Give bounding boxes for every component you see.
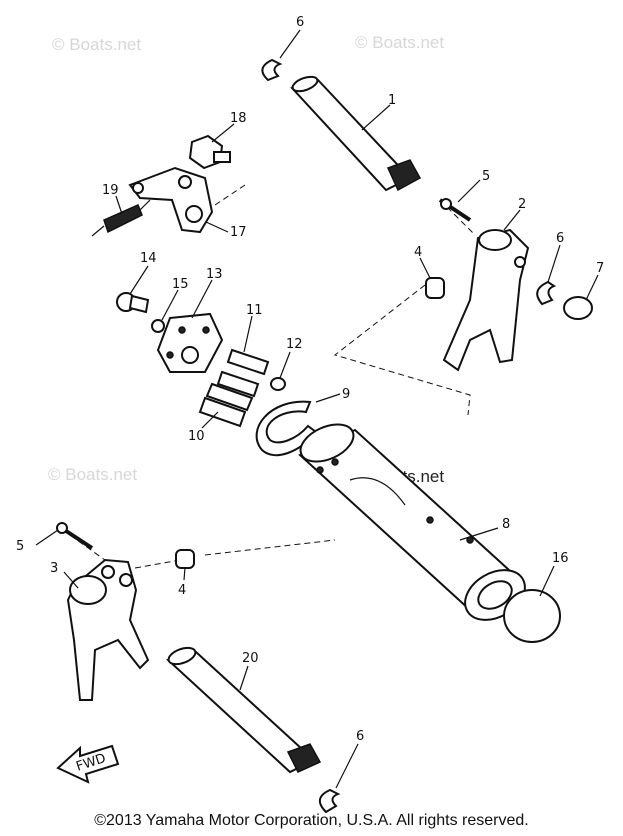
roller-upper (425, 277, 445, 299)
callout-17: 17 (230, 225, 247, 240)
fwd-arrow-icon: FWD (56, 744, 120, 784)
callout-4-lower: 4 (178, 583, 186, 598)
pin-upper (438, 198, 472, 222)
callout-20: 20 (242, 651, 259, 666)
callout-8: 8 (502, 517, 510, 532)
callout-5-upper: 5 (482, 169, 490, 184)
callouts: 6 1 5 2 6 7 4 18 19 17 14 15 13 11 12 9 … (16, 15, 604, 744)
callout-1: 1 (388, 93, 396, 108)
shift-fork-upper (442, 228, 530, 372)
assembly-lines (69, 184, 476, 569)
leader-lines (35, 29, 599, 789)
callout-4-upper: 4 (414, 245, 422, 260)
callout-15: 15 (172, 277, 189, 292)
callout-7: 7 (596, 261, 604, 276)
callout-9: 9 (342, 387, 350, 402)
bolt-14 (116, 292, 150, 314)
callout-10: 10 (188, 429, 205, 444)
callout-2: 2 (518, 197, 526, 212)
callout-6-bottom: 6 (356, 729, 364, 744)
bushing (563, 296, 593, 320)
circlip-top (261, 58, 283, 82)
pin-group-11 (216, 348, 270, 398)
circlip-right (536, 280, 557, 306)
callout-3: 3 (50, 561, 58, 576)
segment-plate (156, 312, 224, 373)
shift-cam (298, 423, 526, 621)
callout-16: 16 (552, 551, 569, 566)
copyright-footer: ©2013 Yamaha Motor Corporation, U.S.A. A… (94, 812, 529, 829)
stopper-lever (128, 166, 214, 234)
bolt-18 (188, 134, 231, 170)
pin-group-10 (198, 382, 254, 428)
callout-18: 18 (230, 111, 247, 126)
callout-12: 12 (286, 337, 303, 352)
roller-lower (175, 549, 195, 569)
shift-shaft-lower (166, 646, 322, 774)
spring (91, 199, 151, 237)
end-cap (503, 589, 561, 643)
callout-5-lower: 5 (16, 539, 24, 554)
callout-14: 14 (140, 251, 157, 266)
watermark-mid-left: © Boats.net (48, 465, 137, 484)
circlip-bottom (319, 788, 341, 814)
watermark-top-left: © Boats.net (52, 35, 141, 54)
pin-12 (270, 377, 286, 391)
callout-11: 11 (246, 303, 263, 318)
callout-6-top: 6 (296, 15, 304, 30)
shift-shaft-upper (290, 75, 422, 192)
pin-lower (56, 522, 94, 550)
callout-6-right: 6 (556, 231, 564, 246)
shift-fork-lower (66, 558, 150, 701)
watermark-top-right: © Boats.net (355, 33, 444, 52)
callout-19: 19 (102, 183, 119, 198)
callout-13: 13 (206, 267, 223, 282)
washer-15 (151, 319, 165, 333)
